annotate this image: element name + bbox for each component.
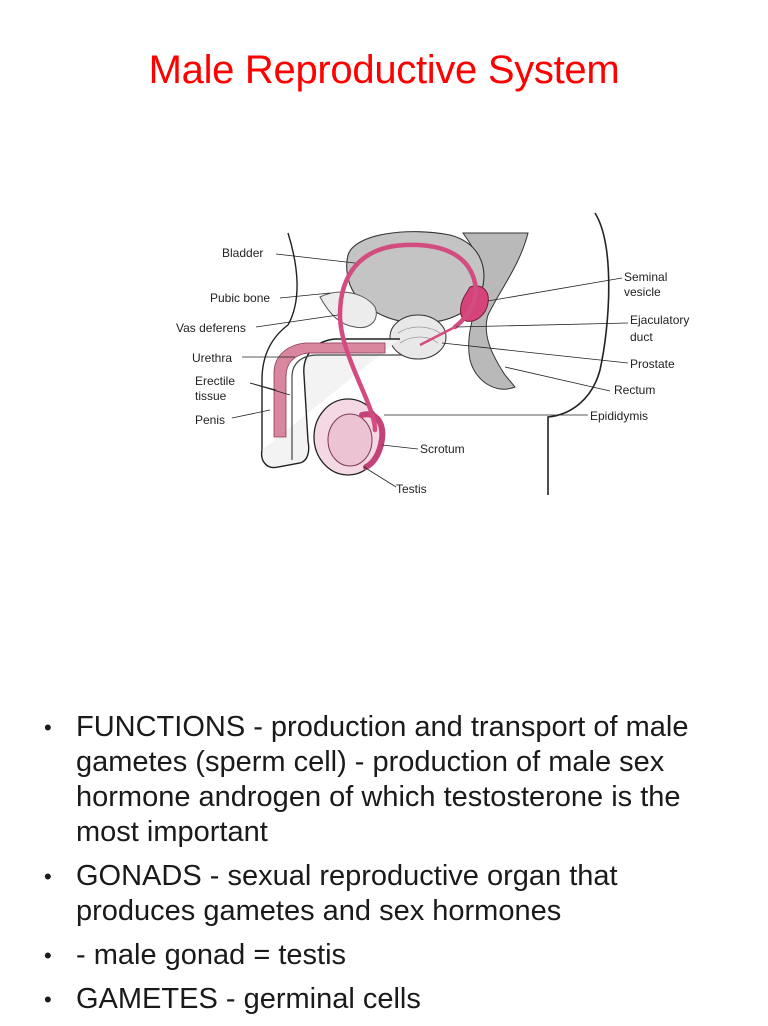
label-prostate: Prostate — [630, 357, 675, 371]
label-rectum: Rectum — [614, 383, 655, 397]
bullet-dot: • — [44, 715, 52, 740]
bullet-text: - male gonad = testis — [76, 939, 347, 971]
bullet-text: GONADS - sexual reproductive organ that … — [76, 860, 618, 927]
label-seminal-1: Seminal — [624, 270, 667, 284]
bullet-text: GAMETES - germinal cells — [76, 983, 421, 1015]
label-ejaculatory-1: Ejaculatory — [630, 313, 689, 327]
slide-title: Male Reproductive System — [148, 48, 620, 92]
label-ejaculatory-2: duct — [630, 330, 653, 344]
urethra-path — [291, 354, 402, 460]
label-erectile-1: Erectile — [195, 374, 235, 388]
label-seminal-2: vesicle — [624, 285, 661, 299]
bullet-dot: • — [44, 987, 52, 1012]
bullet-item: • GAMETES - germinal cells — [44, 982, 724, 1017]
pubic-bone-shape — [319, 291, 377, 329]
label-pubic-bone: Pubic bone — [210, 291, 270, 305]
bullet-item: • GONADS - sexual reproductive organ that… — [44, 859, 724, 929]
label-urethra: Urethra — [192, 351, 232, 365]
ejaculatory-duct-path — [419, 325, 456, 347]
label-penis: Penis — [195, 413, 225, 427]
testis-shape — [327, 413, 373, 467]
bullet-dot: • — [44, 864, 52, 889]
label-vas-deferens: Vas deferens — [176, 321, 246, 335]
bullet-item: • FUNCTIONS - production and transport of… — [44, 710, 724, 850]
vas-deferens-path — [337, 242, 478, 433]
label-epididymis: Epididymis — [590, 409, 648, 423]
bullet-text: FUNCTIONS - production and transport of … — [76, 711, 689, 848]
bullet-dot: • — [44, 943, 52, 968]
body-outline-back — [547, 212, 610, 495]
groin-outline — [261, 324, 289, 450]
label-erectile-2: tissue — [195, 389, 227, 403]
label-testis: Testis — [396, 482, 427, 496]
anatomy-diagram: Bladder Pubic bone Vas deferens Urethra … — [170, 205, 710, 500]
bullet-list: • FUNCTIONS - production and transport of… — [44, 710, 724, 1026]
label-bladder: Bladder — [222, 246, 263, 260]
bullet-item: • - male gonad = testis — [44, 938, 724, 973]
label-scrotum: Scrotum — [420, 442, 465, 456]
erectile-tissue-shape — [273, 342, 386, 438]
body-outline-front — [287, 232, 298, 326]
